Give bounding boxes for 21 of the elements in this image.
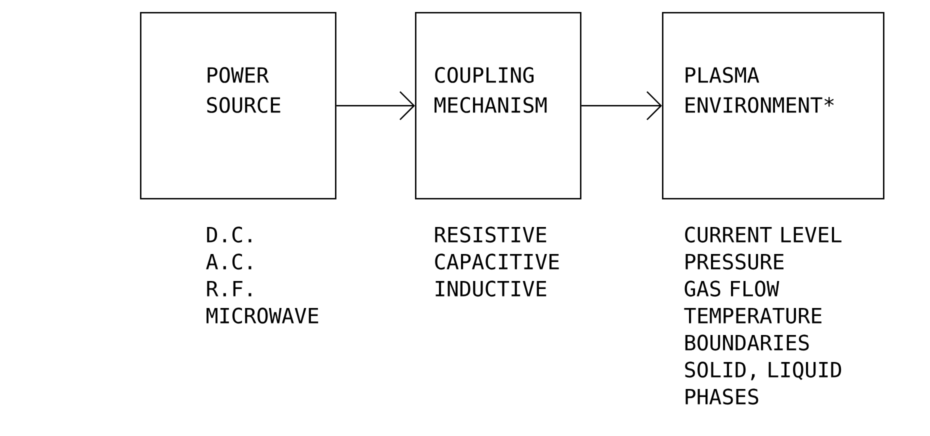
box-label: POWER SOURCE	[207, 67, 280, 113]
arrow	[581, 91, 662, 120]
process-box	[140, 12, 336, 200]
list-item: CAPACITIVE	[435, 254, 559, 270]
list-item: GAS FLOW	[684, 280, 780, 297]
process-box	[662, 12, 884, 200]
list-item: R.F.	[207, 280, 252, 296]
list-item: MICROWAVE	[206, 308, 318, 324]
list-item: A.C.	[206, 254, 252, 270]
list-item: BOUNDARIES	[685, 334, 809, 351]
process-box	[415, 12, 582, 200]
list-item: D.C.	[207, 226, 252, 243]
list-item: RESISTIVE	[435, 226, 546, 243]
box-label: PLASMA ENVIRONMENT*	[686, 67, 834, 113]
list-item: SOLID, LIQUID PHASES	[685, 362, 842, 405]
list-item: PRESSURE	[686, 254, 784, 270]
list-item: CURRENT LEVEL	[685, 226, 842, 243]
arrow	[336, 91, 415, 120]
list-item: TEMPERATURE	[684, 308, 822, 324]
box-label: COUPLING MECHANISM	[434, 67, 547, 113]
list-item: INDUCTIVE	[436, 280, 546, 297]
